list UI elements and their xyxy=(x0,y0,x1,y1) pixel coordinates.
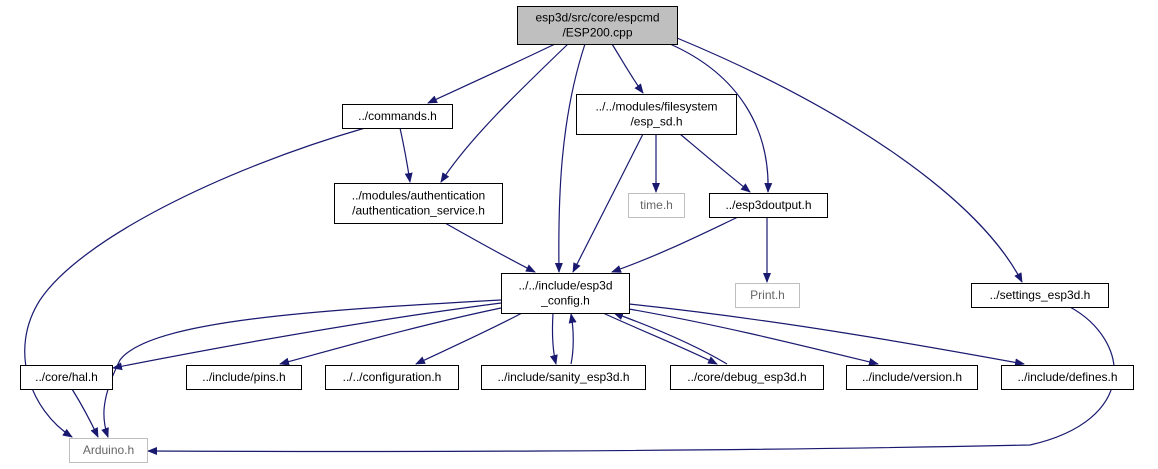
edge-config-to-configuration xyxy=(415,312,523,365)
node-box-configuration xyxy=(325,365,459,390)
node-commands[interactable]: ../commands.h xyxy=(342,104,453,129)
edge-filesystem-to-config xyxy=(572,133,644,273)
node-arduino: Arduino.h xyxy=(69,438,148,463)
edge-esp200-to-settings xyxy=(676,37,1023,283)
edge-commands-to-auth xyxy=(399,127,413,183)
node-label-config-line-0: ../../include/esp3d xyxy=(518,279,612,293)
node-configuration[interactable]: ../../configuration.h xyxy=(325,365,459,390)
edge-config-to-arduino xyxy=(101,299,502,438)
edge-esp200-to-auth xyxy=(440,43,569,183)
node-hal[interactable]: ../core/hal.h xyxy=(20,365,113,390)
node-config[interactable]: ../../include/esp3d_config.h xyxy=(501,273,630,314)
node-box-time xyxy=(628,193,685,218)
node-sanity[interactable]: ../include/sanity_esp3d.h xyxy=(481,365,646,390)
node-label-defines-line-0: ../include/defines.h xyxy=(1017,370,1117,384)
node-label-auth-line-1: /authentication_service.h xyxy=(352,204,485,218)
node-box-arduino xyxy=(69,438,148,463)
node-box-debug xyxy=(670,365,824,390)
node-version[interactable]: ../include/version.h xyxy=(846,365,978,390)
edge-esp200-to-commands xyxy=(427,43,556,104)
node-pins[interactable]: ../include/pins.h xyxy=(186,365,302,390)
node-box-config xyxy=(501,273,630,314)
node-label-settings-line-0: ../settings_esp3d.h xyxy=(990,288,1091,302)
edge-config-to-defines xyxy=(628,303,1025,367)
node-box-auth xyxy=(334,183,503,224)
edge-esp200-to-config xyxy=(554,43,586,273)
node-box-pins xyxy=(186,365,302,390)
node-box-esp200 xyxy=(517,6,678,45)
node-filesystem[interactable]: ../../modules/filesystem/esp_sd.h xyxy=(576,94,737,135)
edge-esp3doutput-to-config xyxy=(611,216,739,273)
node-box-settings xyxy=(971,283,1109,308)
edge-config-to-version xyxy=(628,308,879,366)
node-label-hal-line-0: ../core/hal.h xyxy=(35,370,98,384)
node-label-filesystem-line-0: ../../modules/filesystem xyxy=(595,100,717,114)
node-esp3doutput[interactable]: ../esp3doutput.h xyxy=(709,193,828,218)
edge-config-to-hal xyxy=(112,302,502,371)
edge-esp200-to-filesystem xyxy=(611,43,644,94)
edges-layer xyxy=(24,37,1115,456)
edge-filesystem-to-esp3doutput xyxy=(679,133,751,193)
node-label-filesystem-line-1: /esp_sd.h xyxy=(630,115,682,129)
edge-auth-to-config xyxy=(444,222,536,273)
node-box-esp3doutput xyxy=(709,193,828,218)
node-label-esp200-line-1: /ESP200.cpp xyxy=(562,26,632,40)
node-esp200[interactable]: esp3d/src/core/espcmd/ESP200.cpp xyxy=(517,6,678,45)
node-label-debug-line-0: ../core/debug_esp3d.h xyxy=(687,370,806,384)
node-label-print-line-0: Print.h xyxy=(750,288,785,302)
node-label-esp200-line-0: esp3d/src/core/espcmd xyxy=(535,11,659,25)
edge-config-to-debug xyxy=(602,312,718,365)
nodes-layer: esp3d/src/core/espcmd/ESP200.cpp ../comma… xyxy=(20,6,1134,463)
node-label-esp3doutput-line-0: ../esp3doutput.h xyxy=(725,198,811,212)
node-label-config-line-1: _config.h xyxy=(540,294,590,308)
node-box-version xyxy=(846,365,978,390)
edge-config-to-sanity xyxy=(549,312,558,365)
node-box-hal xyxy=(20,365,113,390)
edge-sanity-to-config xyxy=(568,313,577,365)
node-settings[interactable]: ../settings_esp3d.h xyxy=(971,283,1109,308)
edge-debug-to-config xyxy=(613,312,728,365)
edge-hal-to-arduino xyxy=(71,388,99,438)
node-time: time.h xyxy=(628,193,685,218)
node-box-commands xyxy=(342,104,453,129)
node-box-sanity xyxy=(481,365,646,390)
node-box-defines xyxy=(1001,365,1134,390)
node-label-arduino-line-0: Arduino.h xyxy=(83,443,134,457)
node-label-commands-line-0: ../commands.h xyxy=(358,109,437,123)
node-print: Print.h xyxy=(735,283,800,308)
edge-esp200-to-esp3doutput xyxy=(669,43,773,193)
node-auth[interactable]: ../modules/authentication/authentication… xyxy=(334,183,503,224)
node-box-print xyxy=(735,283,800,308)
node-label-time-line-0: time.h xyxy=(640,198,673,212)
node-label-version-line-0: ../include/version.h xyxy=(862,370,962,384)
node-defines[interactable]: ../include/defines.h xyxy=(1001,365,1134,390)
node-label-pins-line-0: ../include/pins.h xyxy=(202,370,285,384)
node-box-filesystem xyxy=(576,94,737,135)
edge-config-to-pins xyxy=(279,307,502,366)
node-debug[interactable]: ../core/debug_esp3d.h xyxy=(670,365,824,390)
node-label-configuration-line-0: ../../configuration.h xyxy=(343,370,442,384)
edge-commands-to-arduino xyxy=(24,127,366,438)
node-label-auth-line-0: ../modules/authentication xyxy=(352,189,485,203)
node-label-sanity-line-0: ../include/sanity_esp3d.h xyxy=(497,370,629,384)
